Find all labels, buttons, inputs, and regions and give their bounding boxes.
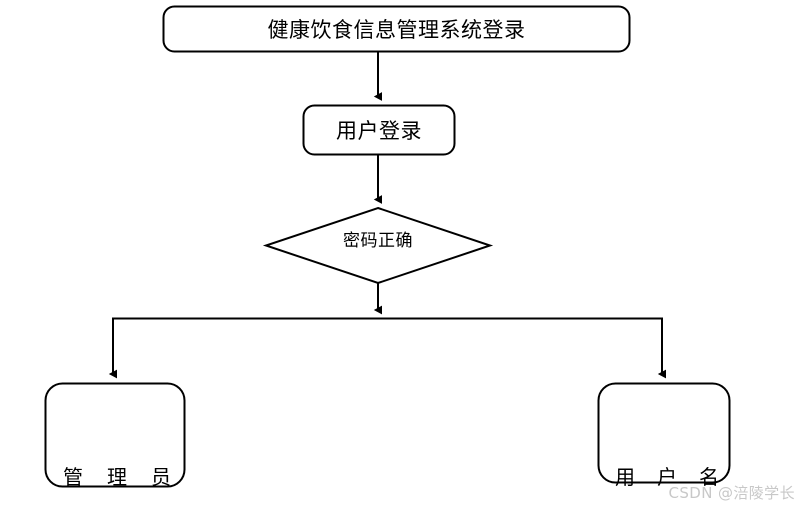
node-username-interface[interactable] [597,382,731,484]
watermark: CSDN @涪陵学长 [668,484,795,502]
node-user-login[interactable] [302,104,456,156]
node-password-correct[interactable] [262,206,494,285]
node-system-login[interactable] [162,5,631,53]
node-admin-interface[interactable] [44,382,186,488]
